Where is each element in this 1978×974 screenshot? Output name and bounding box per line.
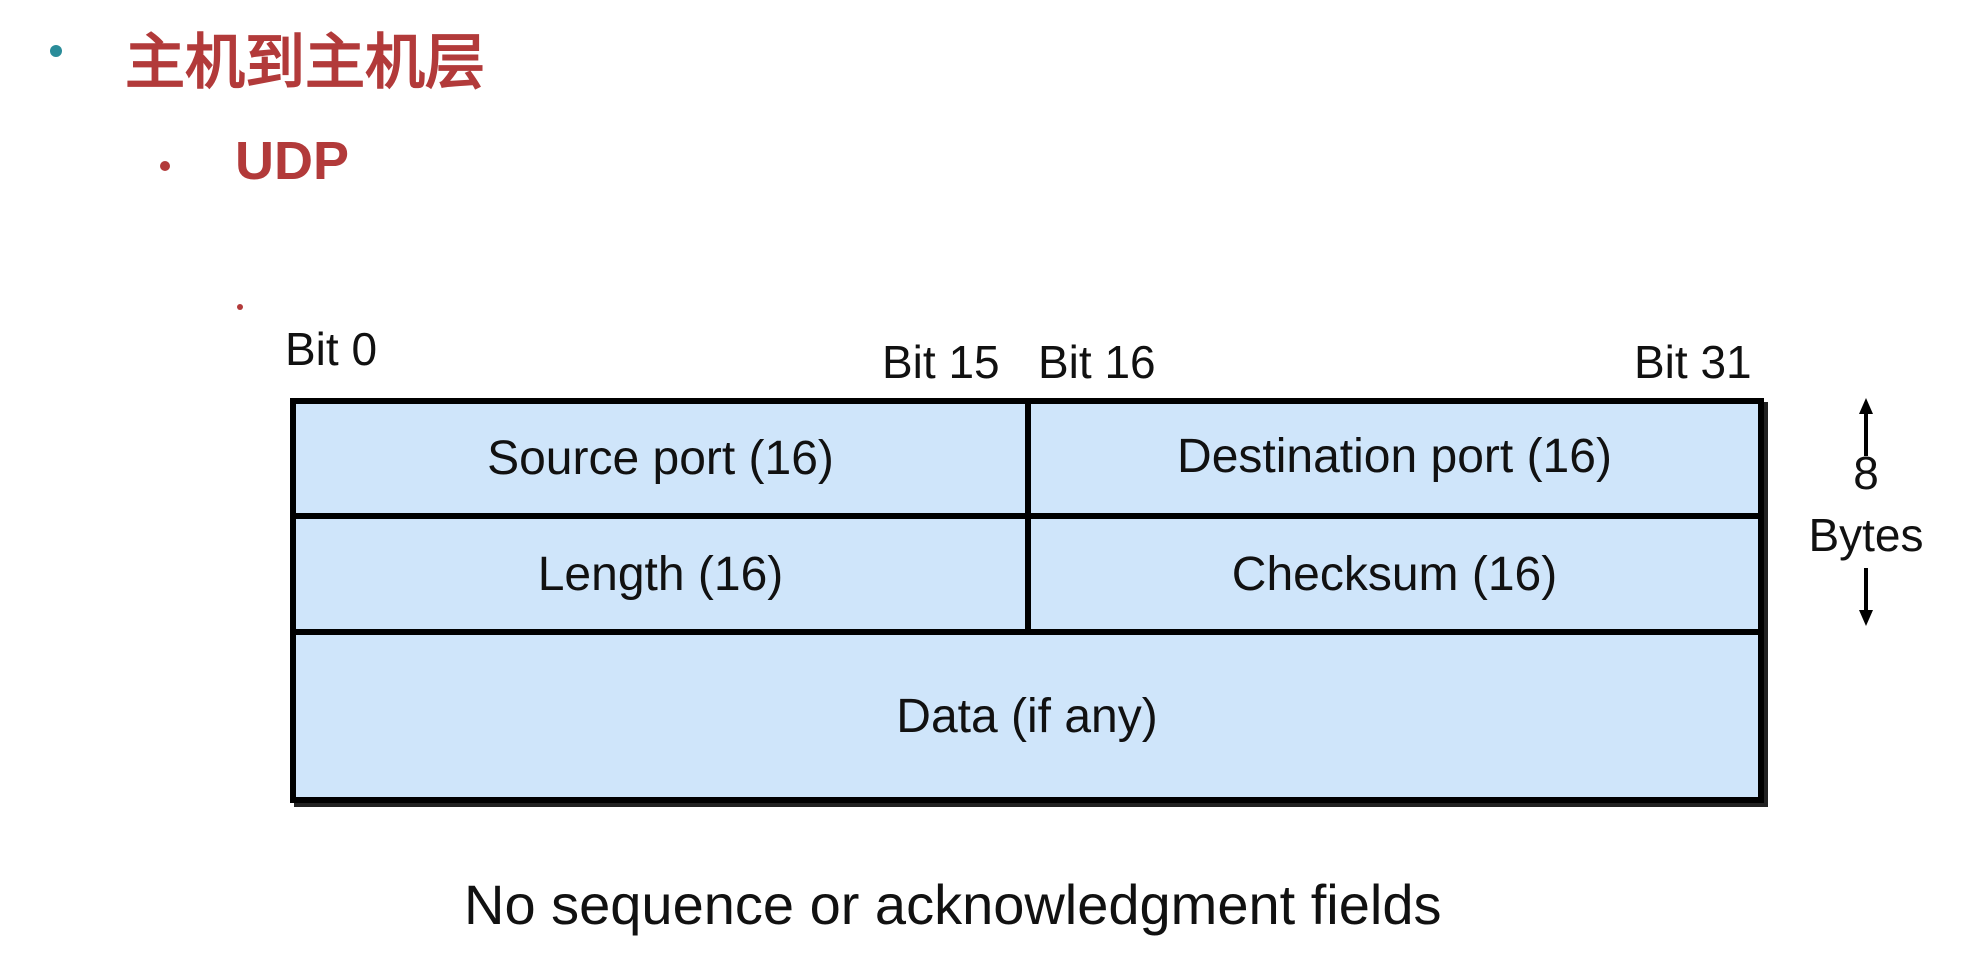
bit-31-label: Bit 31: [1634, 336, 1752, 388]
destination-port-field: Destination port (16): [1177, 430, 1612, 483]
arrow-down-icon: [1859, 568, 1873, 626]
subsection-title: UDP: [235, 131, 350, 191]
level2-bullet: [160, 161, 170, 171]
udp-header-diagram: Source port (16) Destination port (16) L…: [290, 398, 1764, 803]
header-size-unit: Bytes: [1808, 509, 1924, 561]
level3-bullet: [237, 304, 243, 310]
arrow-up-icon: [1859, 398, 1873, 456]
header-size-value: 8: [1853, 447, 1879, 499]
bit-0-label: Bit 0: [285, 323, 378, 375]
bit-16-label: Bit 16: [1038, 336, 1156, 388]
footnote: No sequence or acknowledgment fields: [464, 873, 1442, 936]
source-port-field: Source port (16): [487, 432, 834, 485]
header-size-indicator: 8 Bytes: [1796, 398, 1936, 630]
column-divider: [1025, 404, 1031, 635]
checksum-field: Checksum (16): [1231, 547, 1558, 601]
section-title: 主机到主机层: [125, 28, 485, 98]
data-field: Data (if any): [896, 689, 1158, 743]
bit-15-label: Bit 15: [882, 336, 1000, 388]
level1-bullet: [50, 45, 62, 57]
length-field: Length (16): [537, 547, 784, 601]
